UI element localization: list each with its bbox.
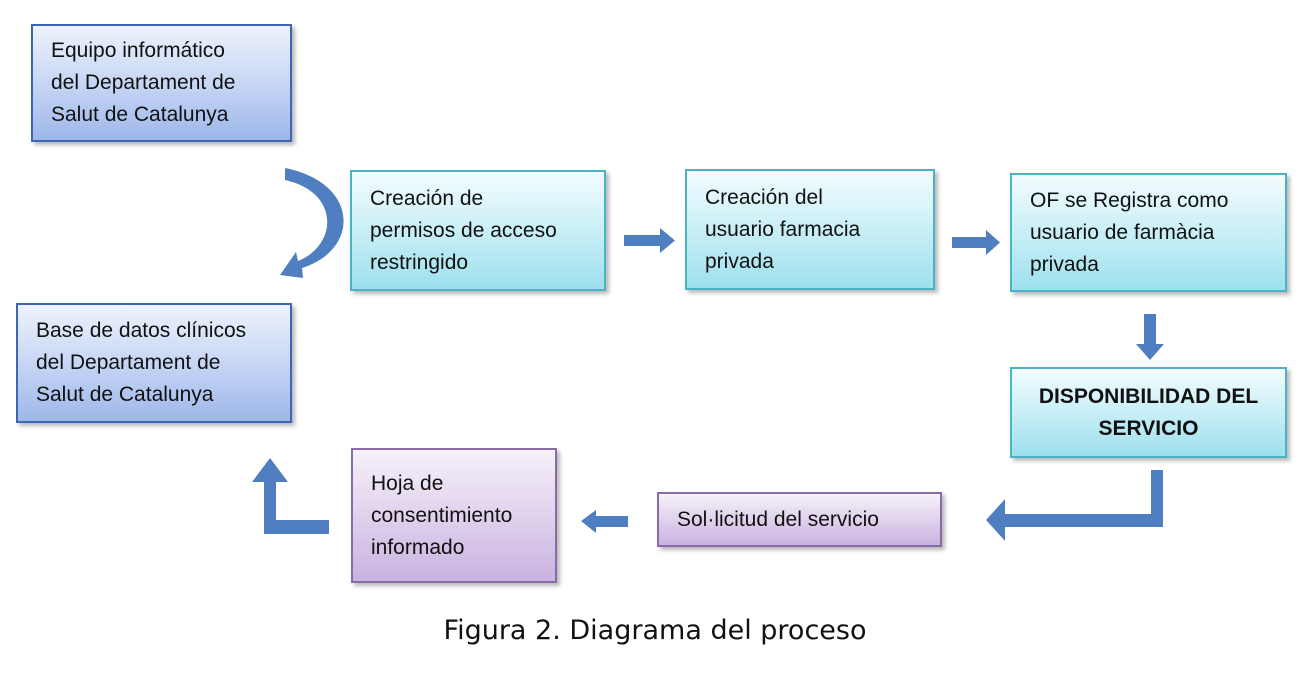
arrow-disponibilidad-to-solicitud [986, 470, 1163, 541]
node-hoja-consentimiento: Hoja de consentimiento informado [351, 448, 557, 583]
node-line: consentimiento [371, 503, 513, 527]
arrow-hoja-to-base [252, 458, 329, 534]
node-line: permisos de acceso [370, 218, 557, 242]
node-line: informado [371, 535, 465, 559]
arrow-solicitud-to-hoja [581, 510, 628, 533]
node-line: Creación de [370, 186, 484, 210]
node-line: DISPONIBILIDAD DEL [1038, 384, 1259, 408]
arrow-permisos-to-usuario [624, 228, 675, 253]
node-line: OF se Registra como [1030, 188, 1229, 212]
node-line: usuario farmacia [705, 217, 861, 241]
node-line: Salut de Catalunya [36, 383, 214, 406]
node-line: Equipo informático [51, 39, 225, 62]
node-creacion-permisos: Creación de permisos de acceso restringi… [350, 170, 606, 291]
node-line: Creación del [705, 185, 823, 209]
node-line: del Departament de [51, 71, 236, 94]
node-registro-of: OF se Registra como usuario de farmàcia … [1010, 173, 1287, 292]
node-line: privada [705, 249, 774, 273]
node-line: Sol·licitud del servicio [677, 507, 879, 531]
curved-arrow [280, 168, 344, 278]
node-line: usuario de farmàcia [1030, 220, 1215, 244]
node-line: Hoja de [371, 471, 444, 495]
node-creacion-usuario: Creación del usuario farmacia privada [685, 169, 935, 290]
node-equipo-informatico: Equipo informático del Departament de Sa… [31, 24, 292, 142]
node-line: restringido [370, 250, 469, 274]
arrow-usuario-to-registro [952, 230, 1000, 255]
node-line: SERVICIO [1098, 416, 1199, 440]
node-disponibilidad-servicio: DISPONIBILIDAD DEL SERVICIO [1010, 367, 1287, 458]
node-line: Base de datos clínicos [36, 319, 247, 342]
node-solicitud-servicio: Sol·licitud del servicio [657, 492, 942, 547]
figure-caption: Figura 2. Diagrama del proceso [443, 615, 867, 646]
arrow-registro-to-disponibilidad [1136, 314, 1164, 360]
node-line: privada [1030, 252, 1099, 276]
node-base-datos: Base de datos clínicos del Departament d… [16, 303, 292, 423]
node-line: Salut de Catalunya [51, 103, 229, 126]
node-line: del Departament de [36, 351, 221, 374]
